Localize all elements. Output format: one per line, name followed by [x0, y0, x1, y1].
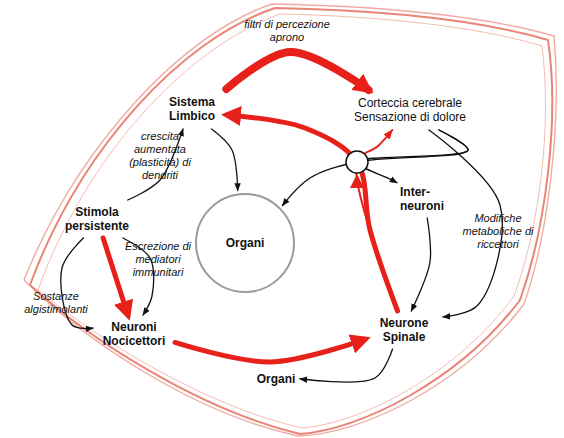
concept-node: Corteccia cerebrale Sensazione di dolore	[345, 93, 475, 127]
node-text: Neurone Spinale	[368, 316, 440, 344]
circle-outline	[196, 194, 294, 292]
connector-arrow	[282, 130, 468, 206]
enclosing-outline	[24, 4, 556, 436]
node-text: Organi	[226, 236, 265, 250]
edge-label: Sostanze algistimolanti	[18, 290, 94, 316]
node-text: Inter- neuroni	[400, 185, 452, 213]
organ-circle: Organi	[195, 193, 295, 293]
edge-label: Escrezione di mediatori immunitari	[118, 240, 198, 279]
connector-arrow	[226, 52, 368, 90]
node-text: Stimola persistente	[56, 205, 138, 233]
concept-node: Neurone Spinale	[368, 314, 440, 346]
node-text: Organi	[257, 372, 296, 386]
connector-arrow	[103, 238, 128, 315]
arrow-head	[350, 174, 364, 188]
node-text: Corteccia cerebrale Sensazione di dolore	[345, 96, 475, 124]
edge-label: crescita aumentata (plasticità) di dendr…	[118, 130, 202, 182]
connector-arrow	[212, 129, 238, 191]
enclosing-outline	[30, 8, 552, 434]
connector-arrow	[227, 115, 398, 311]
edge-label: filtri di percezione aprono	[232, 18, 342, 44]
connector-arrow	[300, 349, 393, 382]
connector-arrow	[357, 130, 468, 183]
enclosing-outline	[38, 14, 546, 428]
concept-node: Inter- neuroni	[400, 183, 452, 215]
connector-arrow	[411, 218, 430, 311]
junction-circle	[346, 151, 368, 173]
edge-label: Modifiche metaboliche di riccettori	[448, 212, 548, 251]
node-text: Neuroni Nocicettori	[96, 320, 172, 348]
node-text: Sistema Limbico	[160, 95, 224, 123]
concept-node: Organi	[255, 371, 297, 387]
concept-node: Stimola persistente	[56, 203, 138, 235]
connector-arrow	[175, 339, 365, 362]
concept-node: Neuroni Nocicettori	[96, 318, 172, 350]
concept-node: Sistema Limbico	[160, 92, 224, 126]
